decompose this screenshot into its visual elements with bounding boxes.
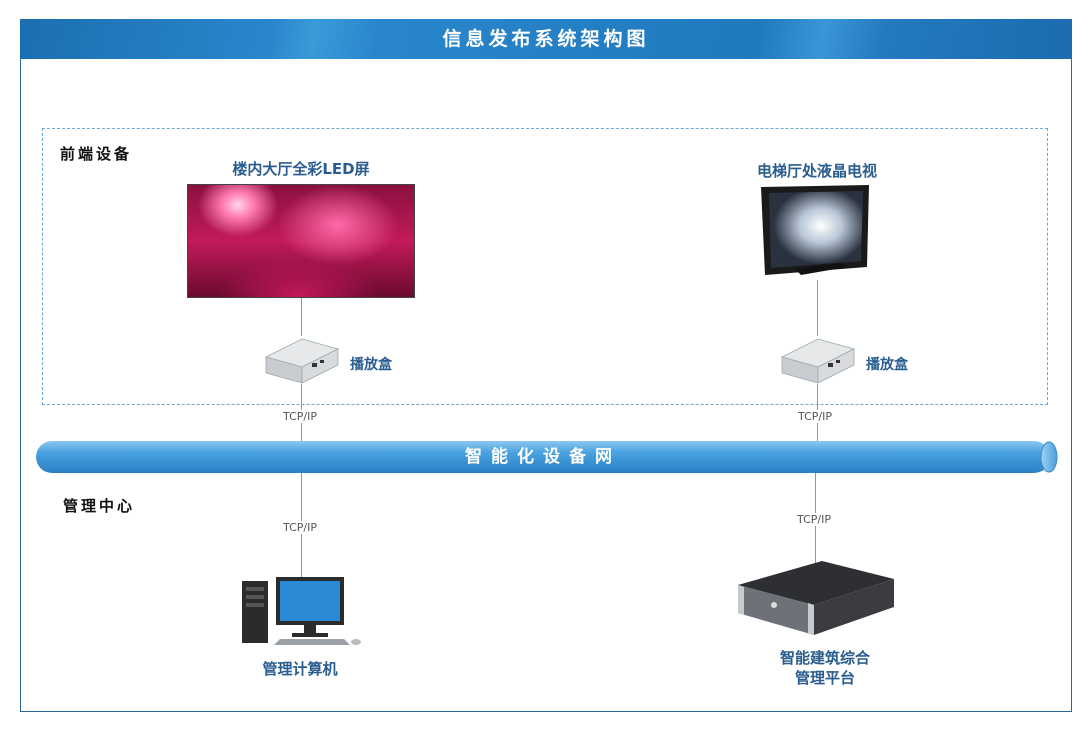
- tcp-label-left-top: TCP/IP: [282, 410, 318, 423]
- platform-server-icon: [738, 561, 894, 635]
- front-devices-group: [42, 128, 1048, 405]
- lcd-tv-title: 电梯厅处液晶电视: [756, 162, 877, 180]
- tcp-label-right-bottom: TCP/IP: [796, 513, 832, 526]
- led-screen-title: 楼内大厅全彩LED屏: [232, 160, 370, 178]
- platform-label-line2: 管理平台: [794, 669, 855, 687]
- title-bar: [20, 19, 1072, 59]
- network-bus-label: 智能化设备网: [465, 447, 621, 467]
- tcp-label-left-bottom: TCP/IP: [282, 521, 318, 534]
- player-box-right-icon: [780, 338, 856, 384]
- player-box-left-label: 播放盒: [350, 357, 392, 373]
- management-section-label: 管理中心: [63, 497, 136, 515]
- front-section-label: 前端设备: [60, 145, 133, 163]
- link-tv-to-player: [817, 280, 818, 336]
- platform-label-line1: 智能建筑综合: [779, 649, 870, 667]
- network-bus: [36, 441, 1058, 473]
- computer-icon: [242, 577, 361, 645]
- computer-label: 管理计算机: [262, 660, 338, 678]
- tcp-label-right-top: TCP/IP: [797, 410, 833, 423]
- lcd-tv-image: [761, 185, 869, 275]
- diagram-frame: [20, 19, 1072, 712]
- led-screen-image: [187, 184, 415, 298]
- platform-label: 智能建筑综合 管理平台: [760, 648, 890, 688]
- link-led-to-player: [301, 298, 302, 336]
- player-box-left-icon: [264, 338, 340, 384]
- player-box-right-label: 播放盒: [866, 357, 908, 373]
- diagram-title: 信息发布系统架构图: [442, 28, 650, 50]
